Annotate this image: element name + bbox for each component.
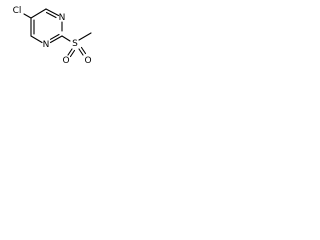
atom-chlorine: Cl <box>13 6 22 16</box>
bond-c5-cl <box>23 13 32 19</box>
bond-s-methyl <box>78 32 92 41</box>
bond-s-o-right-a <box>78 48 84 56</box>
atom-oxygen-left: O <box>62 56 69 66</box>
atom-oxygen-right: O <box>84 56 91 66</box>
atom-nitrogen-bottom: N <box>43 40 50 50</box>
bond-s-o-left-b <box>69 49 76 58</box>
chemical-structure: Cl N N S O O <box>13 6 92 66</box>
bond-s-o-right-b <box>80 46 87 55</box>
bond-c5-c4 <box>30 8 47 19</box>
atom-nitrogen-top: N <box>59 13 66 23</box>
bond-c4-n3 <box>45 8 60 17</box>
bond-c2-n1 <box>49 35 63 44</box>
atom-sulfur: S <box>72 39 78 49</box>
bond-c2-s <box>61 35 71 42</box>
bond-c4-n3-inner <box>45 11 57 19</box>
bond-c2-n1-inner <box>49 33 60 40</box>
bond-n1-c6 <box>30 35 43 44</box>
bond-s-o-left-a <box>67 48 73 56</box>
